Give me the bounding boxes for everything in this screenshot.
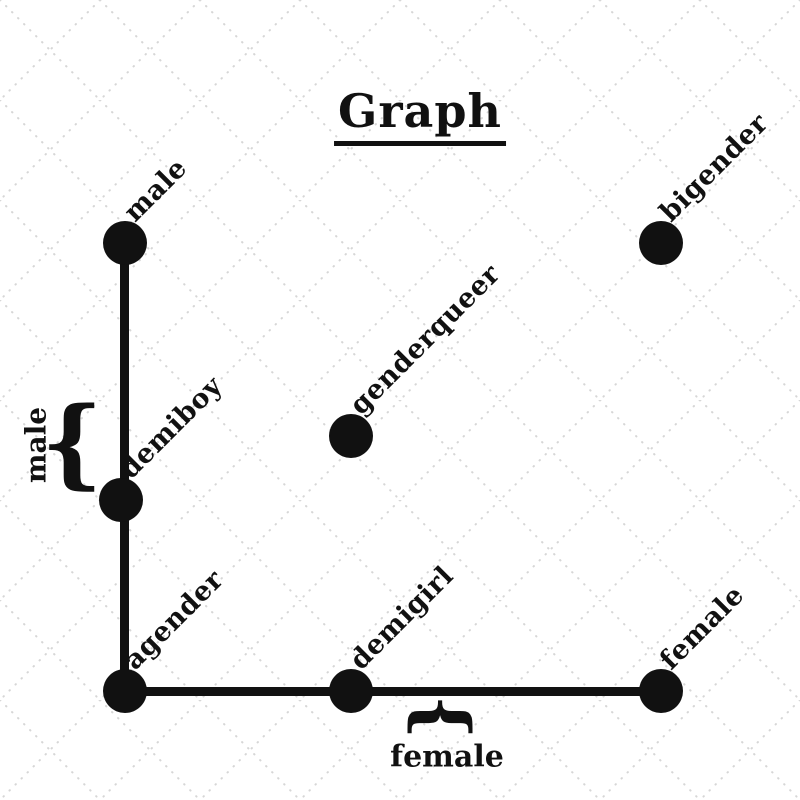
node-agender-dot [103,669,147,713]
edge-agender-female [125,687,661,696]
node-genderqueer-label: genderqueer [344,258,507,421]
edge-male-agender [120,243,129,691]
bottom-brace-label: female [390,739,504,775]
node-male-label: male [118,152,194,228]
bottom-brace-icon: { [402,694,485,740]
node-demiboy-dot [99,478,143,522]
graph-title: Graph [334,84,506,146]
node-demigirl-label: demigirl [344,560,460,676]
node-genderqueer-dot [329,414,373,458]
node-demiboy-label: demiboy [114,370,229,485]
node-male-dot [103,221,147,265]
node-bigender-label: bigender [654,107,775,228]
node-bigender-dot [639,221,683,265]
node-female-label: female [654,579,751,676]
left-brace-icon: { [41,386,103,499]
node-agender-label: agender [118,564,230,676]
left-brace-label: male [19,406,53,484]
node-demigirl-dot [329,669,373,713]
node-female-dot [639,669,683,713]
